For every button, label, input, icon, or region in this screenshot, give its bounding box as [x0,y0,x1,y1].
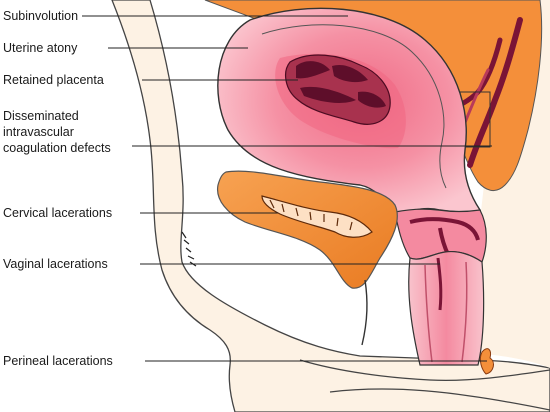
thigh-curve [299,359,550,381]
urethra [361,279,368,346]
label-uterine-atony: Uterine atony [3,41,78,55]
label-dic-line3: coagulation defects [3,141,111,155]
label-retained-placenta: Retained placenta [3,73,104,87]
vaginal-wall-left [424,264,433,363]
label-perineal-lacerations: Perineal lacerations [3,354,113,368]
vessel-1 [467,17,523,168]
label-dic-line1: Disseminated [3,109,79,123]
cervical-os [409,217,480,241]
placenta-lobe-4 [358,91,386,108]
buttock-curve [329,388,550,411]
placenta-lobe-2 [332,64,368,83]
label-cervical-lacerations: Cervical lacerations [3,206,113,220]
uterine-wall [261,24,447,189]
vaginal-vessel [436,257,443,311]
bladder-tear-marks [269,199,353,231]
body-silhouette [111,0,550,412]
placenta-lobe-3 [300,86,356,103]
label-dic-line2: intravascular [3,125,74,139]
label-subinvolution: Subinvolution [3,9,79,23]
placenta-lobe-1 [296,61,330,79]
label-vaginal-lacerations: Vaginal lacerations [3,257,108,271]
vaginal-wall-right [461,261,468,363]
vaginal-canal [408,250,485,366]
pubic-hair [181,231,197,267]
